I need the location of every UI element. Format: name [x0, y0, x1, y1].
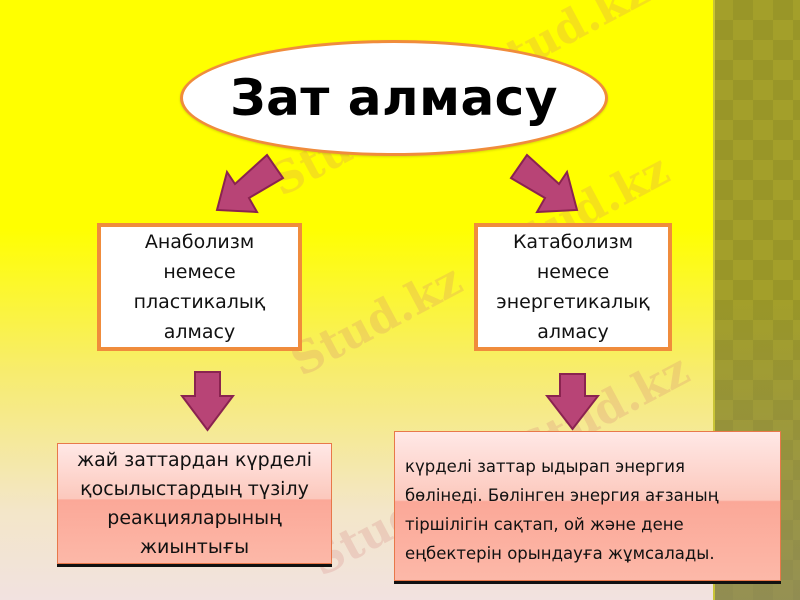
diagram-title: Зат алмасу — [230, 69, 558, 127]
concept-line: немесе — [536, 261, 610, 283]
concept-line: пластикалық — [133, 291, 266, 313]
catabolism-description-box: күрделі заттар ыдырап энергия бөлінеді. … — [394, 431, 781, 581]
description-line: күрделі заттар ыдырап энергия — [405, 457, 685, 476]
concept-line: алмасу — [537, 321, 609, 343]
title-ellipse: Зат алмасу — [180, 40, 608, 156]
description-line: еңбектерін орындауға жұмсалады. — [405, 544, 715, 563]
description-line: тіршілігін сақтап, ой және дене — [405, 515, 684, 534]
description-line: жай заттардан күрделі — [76, 448, 312, 471]
description-line: реакцияларының — [107, 506, 282, 529]
concept-line: алмасу — [163, 321, 236, 343]
arrow-down-icon — [545, 373, 600, 431]
anabolism-description-box: жай заттардан күрделі қосылыстардың түзі… — [57, 443, 332, 564]
arrow-down-left-icon — [215, 153, 285, 214]
description-line: жиынтығы — [139, 535, 250, 558]
description-line: қосылыстардың түзілу — [80, 477, 309, 500]
description-line: бөлінеді. Бөлінген энергия ағзаның — [405, 486, 719, 505]
side-panel-edge — [713, 0, 715, 600]
arrow-down-icon — [180, 371, 235, 432]
catabolism-box: Катаболизм немесе энергетикалық алмасу — [474, 223, 672, 351]
concept-line: Катаболизм — [512, 231, 634, 253]
concept-line: немесе — [163, 261, 236, 283]
concept-line: энергетикалық — [496, 291, 650, 313]
side-pattern-panel — [713, 0, 800, 600]
concept-line: Анаболизм — [144, 231, 255, 253]
arrow-down-right-icon — [509, 153, 579, 214]
anabolism-box: Анаболизм немесе пластикалық алмасу — [97, 223, 302, 351]
